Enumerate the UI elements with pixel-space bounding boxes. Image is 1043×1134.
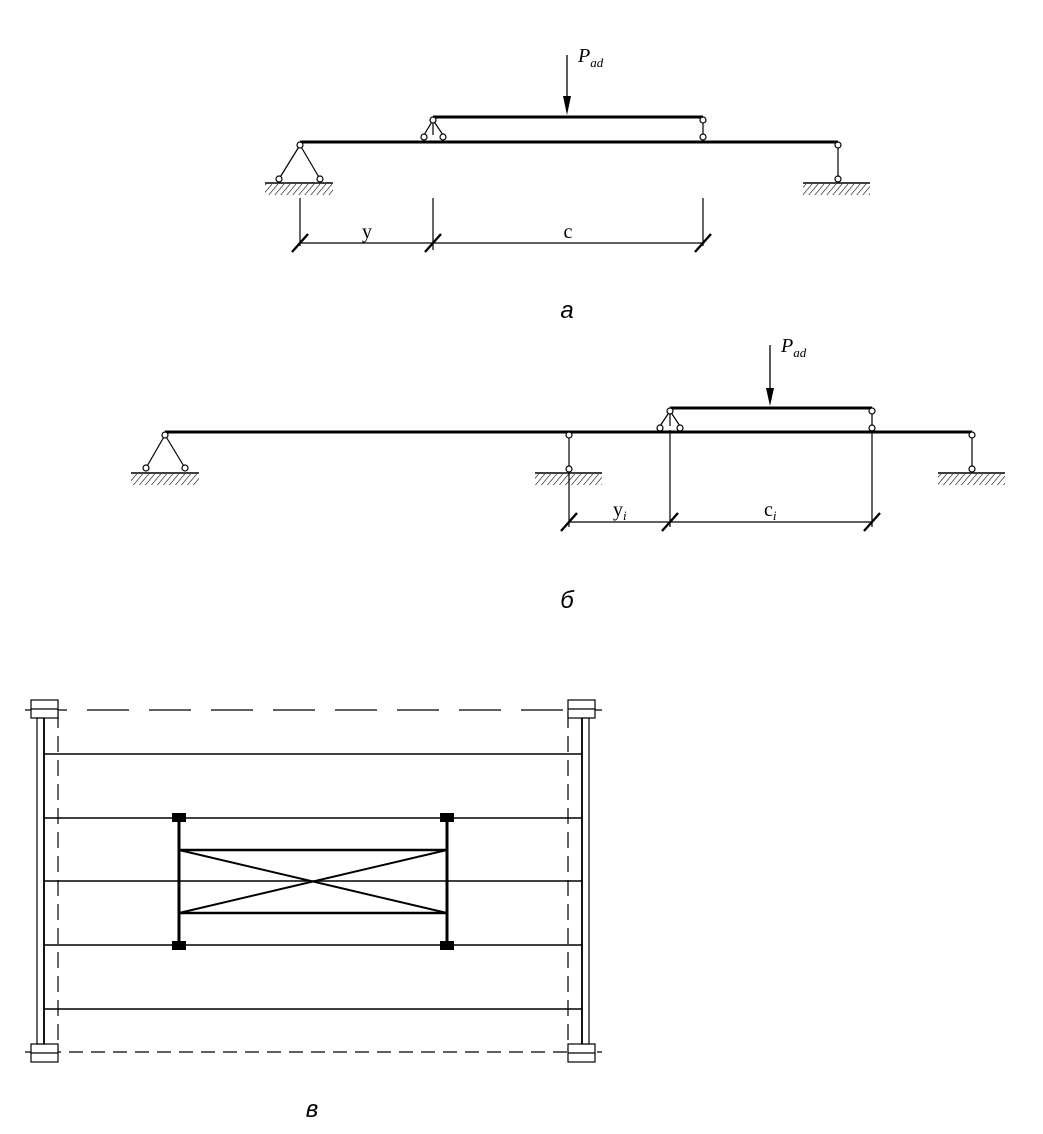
upper-beam-roller-support <box>699 116 707 141</box>
caption-v: в <box>306 1096 319 1123</box>
pinned-support-left <box>131 431 199 485</box>
horizontal-beams <box>44 753 582 1010</box>
load-label-b: Pad <box>780 335 807 360</box>
roller-support-right <box>938 431 1005 485</box>
upper-beam-pinned-support <box>420 116 447 141</box>
load-arrow <box>766 345 774 406</box>
caption-a: а <box>560 297 573 324</box>
braced-frame <box>172 813 454 950</box>
column-right <box>567 699 596 1063</box>
dim-label-ci: ci <box>764 499 777 523</box>
pinned-support-left <box>265 141 333 195</box>
roller-support-right <box>803 141 870 195</box>
caption-b: б <box>560 587 575 614</box>
diagram-v <box>25 699 602 1063</box>
dimension-lines <box>560 430 881 532</box>
load-arrow <box>563 55 571 115</box>
dim-label-yi: yi <box>613 499 627 523</box>
upper-beam-roller-support <box>868 407 876 432</box>
dimension-lines <box>291 198 712 253</box>
dim-label-y: y <box>362 221 372 243</box>
upper-beam-pinned-support <box>656 407 684 432</box>
dim-label-c: c <box>564 221 573 243</box>
load-label-a: Pad <box>577 45 604 70</box>
diagram-b <box>131 345 1005 532</box>
diagram-a <box>265 55 870 253</box>
